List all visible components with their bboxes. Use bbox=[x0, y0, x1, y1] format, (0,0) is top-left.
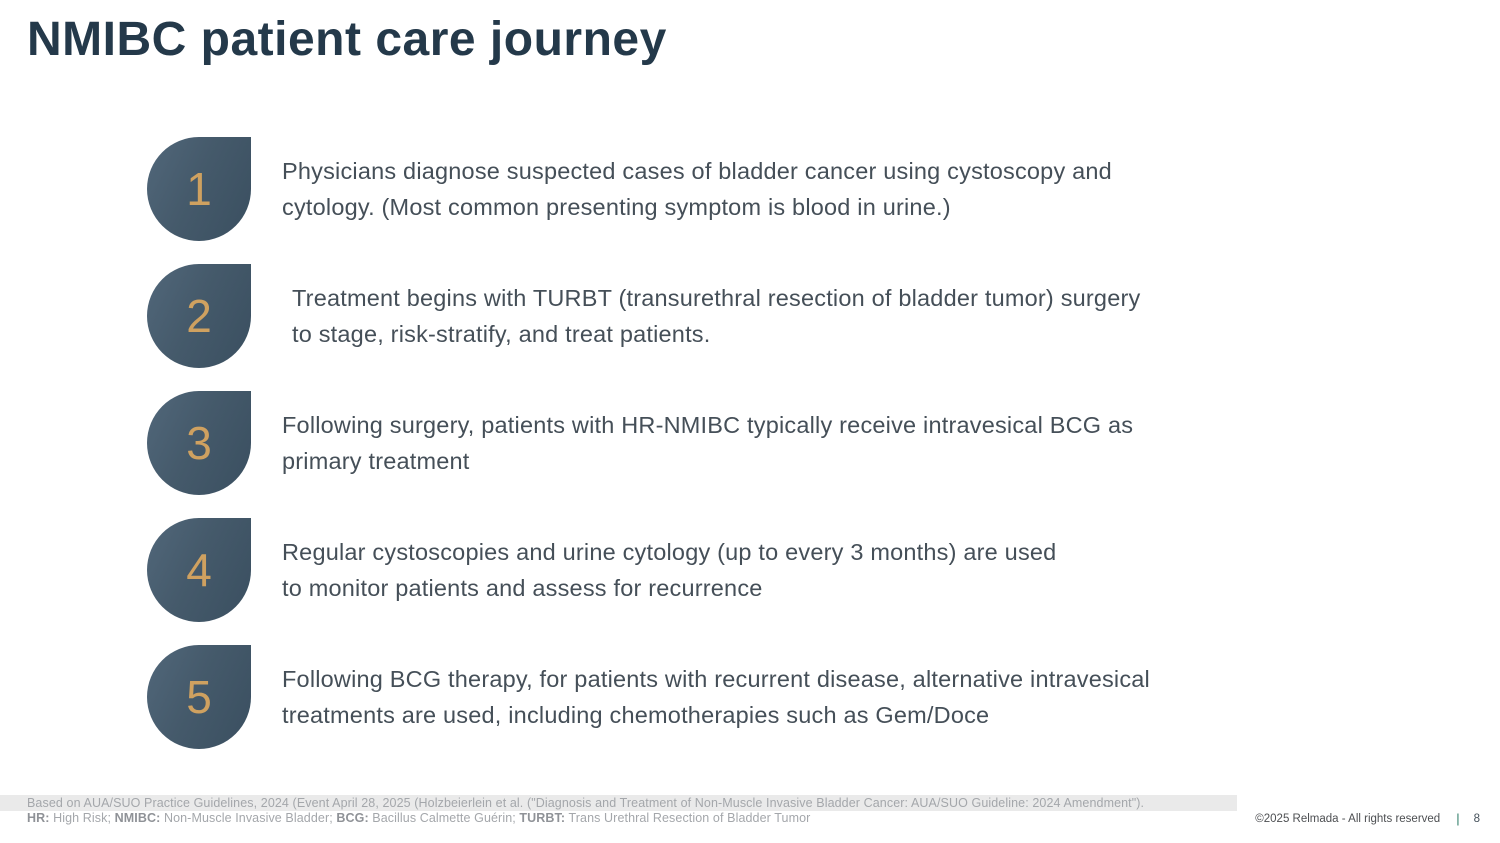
step-row-3: 3 Following surgery, patients with HR-NM… bbox=[147, 391, 1397, 495]
step-row-2: 2 Treatment begins with TURBT (transuret… bbox=[147, 264, 1397, 368]
abbrev-bcg-text: Bacillus Calmette Guérin; bbox=[368, 811, 520, 825]
step-1-number: 1 bbox=[186, 163, 212, 215]
step-4-text: Regular cystoscopies and urine cytology … bbox=[282, 539, 1057, 601]
abbrev-nmibc-text: Non-Muscle Invasive Bladder; bbox=[160, 811, 337, 825]
abbrev-hr-label: HR: bbox=[27, 811, 50, 825]
step-1-badge: 1 bbox=[147, 137, 251, 241]
abbrev-turbt-label: TURBT: bbox=[519, 811, 566, 825]
page-title: NMIBC patient care journey bbox=[27, 13, 667, 66]
step-4-number: 4 bbox=[186, 544, 212, 596]
copyright-text: ©2025 Relmada - All rights reserved bbox=[1255, 812, 1441, 825]
footnote-source: Based on AUA/SUO Practice Guidelines, 20… bbox=[27, 796, 1145, 810]
step-3-number: 3 bbox=[186, 417, 212, 469]
footer: ©2025 Relmada - All rights reserved | 8 bbox=[1255, 811, 1480, 826]
step-5-number: 5 bbox=[186, 671, 212, 723]
step-3-badge: 3 bbox=[147, 391, 251, 495]
abbrev-hr-text: High Risk; bbox=[49, 811, 115, 825]
steps-list: 1 Physicians diagnose suspected cases of… bbox=[147, 137, 1397, 749]
step-3-text: Following surgery, patients with HR-NMIB… bbox=[282, 412, 1134, 474]
step-4-badge: 4 bbox=[147, 518, 251, 622]
abbrev-bcg-label: BCG: bbox=[336, 811, 369, 825]
abbrev-nmibc-label: NMIBC: bbox=[114, 811, 161, 825]
step-2-badge: 2 bbox=[147, 264, 251, 368]
step-row-4: 4 Regular cystoscopies and urine cytolog… bbox=[147, 518, 1397, 622]
footnote-abbreviations: HR: High Risk; NMIBC: Non-Muscle Invasiv… bbox=[27, 811, 810, 825]
step-1-text: Physicians diagnose suspected cases of b… bbox=[282, 158, 1112, 220]
step-5-text: Following BCG therapy, for patients with… bbox=[282, 666, 1150, 728]
step-2-text: Treatment begins with TURBT (transurethr… bbox=[292, 285, 1141, 347]
step-row-1: 1 Physicians diagnose suspected cases of… bbox=[147, 137, 1397, 241]
abbrev-turbt-text: Trans Urethral Resection of Bladder Tumo… bbox=[565, 811, 811, 825]
footnote-highlight-band bbox=[0, 795, 1237, 811]
page-number: 8 bbox=[1473, 812, 1480, 825]
step-row-5: 5 Following BCG therapy, for patients wi… bbox=[147, 645, 1397, 749]
footer-separator: | bbox=[1456, 811, 1460, 826]
step-5-badge: 5 bbox=[147, 645, 251, 749]
step-2-number: 2 bbox=[186, 290, 212, 342]
